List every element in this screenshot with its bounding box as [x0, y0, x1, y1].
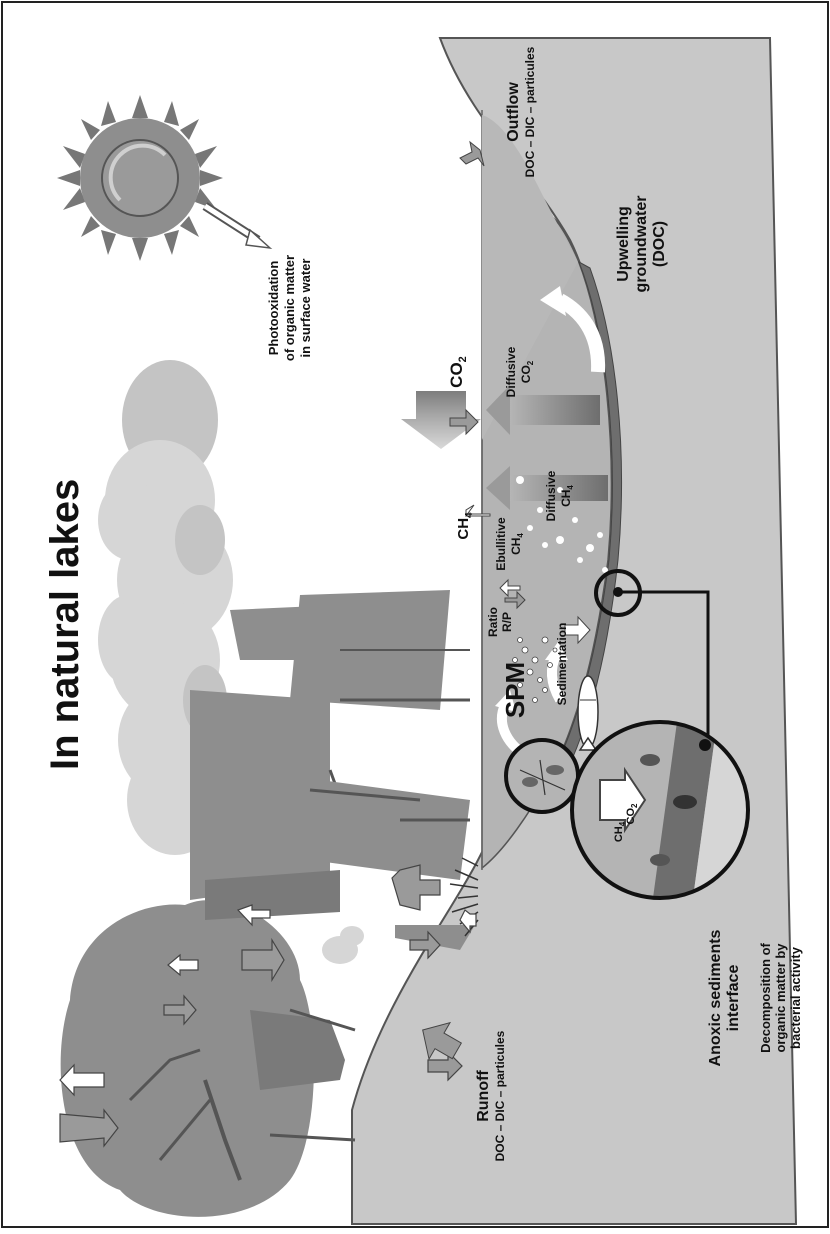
zooplankton-circle	[506, 740, 578, 812]
decomposition-label: Decomposition of organic matter by bacte…	[758, 942, 803, 1052]
inset-co2-subscript: 2	[630, 803, 639, 808]
diffusive-ch4-text: CH	[559, 490, 573, 507]
decomp-line1: Decomposition of	[758, 942, 773, 1052]
decomp-line3: bacterial activity	[788, 946, 803, 1049]
ratio-line1: Ratio	[486, 607, 500, 637]
diffusive-co2-line1: Diffusive	[504, 346, 518, 397]
photooxidation-label: Photooxidation of organic matter in surf…	[266, 255, 313, 361]
diffusive-co2-text: CO	[519, 365, 533, 383]
sun-icon	[57, 95, 223, 261]
diffusive-ch4-line1: Diffusive	[544, 470, 558, 521]
diffusive-co2-subscript: 2	[526, 360, 535, 365]
ratio-line2: R/P	[500, 612, 514, 632]
ebullitive-text: CH	[509, 538, 523, 555]
upwelling-line1: Upwelling	[615, 206, 632, 282]
outflow-line1: Outflow	[505, 82, 522, 142]
inset-co2-text: CO	[625, 808, 637, 825]
upwelling-line3: (DOC)	[651, 221, 668, 267]
fish-icon	[578, 676, 598, 750]
photooxidation-line2: of organic matter	[282, 255, 297, 361]
diagram-title: In natural lakes	[43, 479, 87, 770]
ch4-subscript: 4	[464, 512, 475, 518]
anoxic-line2: interface	[725, 965, 742, 1032]
decomp-line2: organic matter by	[773, 943, 788, 1053]
diffusive-ch4-subscript: 4	[566, 485, 575, 490]
runoff-line1: Runoff	[475, 1070, 492, 1122]
upwelling-line2: groundwater	[633, 196, 650, 293]
sedimentation-label: Sedimentation	[555, 623, 569, 706]
photooxidation-line3: in surface water	[298, 259, 313, 358]
photooxidation-line1: Photooxidation	[266, 261, 281, 356]
spm-label: SPM	[500, 662, 530, 718]
ebullitive-subscript: 4	[516, 533, 525, 538]
co2-subscript: 2	[457, 356, 469, 362]
outflow-line2: DOC – DIC – particules	[523, 46, 537, 177]
ch4-text: CH	[455, 518, 472, 540]
runoff-line2: DOC – DIC – particules	[493, 1030, 507, 1161]
anoxic-line1: Anoxic sediments	[707, 929, 724, 1066]
ebullitive-line1: Ebullitive	[494, 517, 508, 571]
inset-ch4-text: CH	[613, 826, 625, 842]
co2-text: CO	[447, 362, 466, 388]
